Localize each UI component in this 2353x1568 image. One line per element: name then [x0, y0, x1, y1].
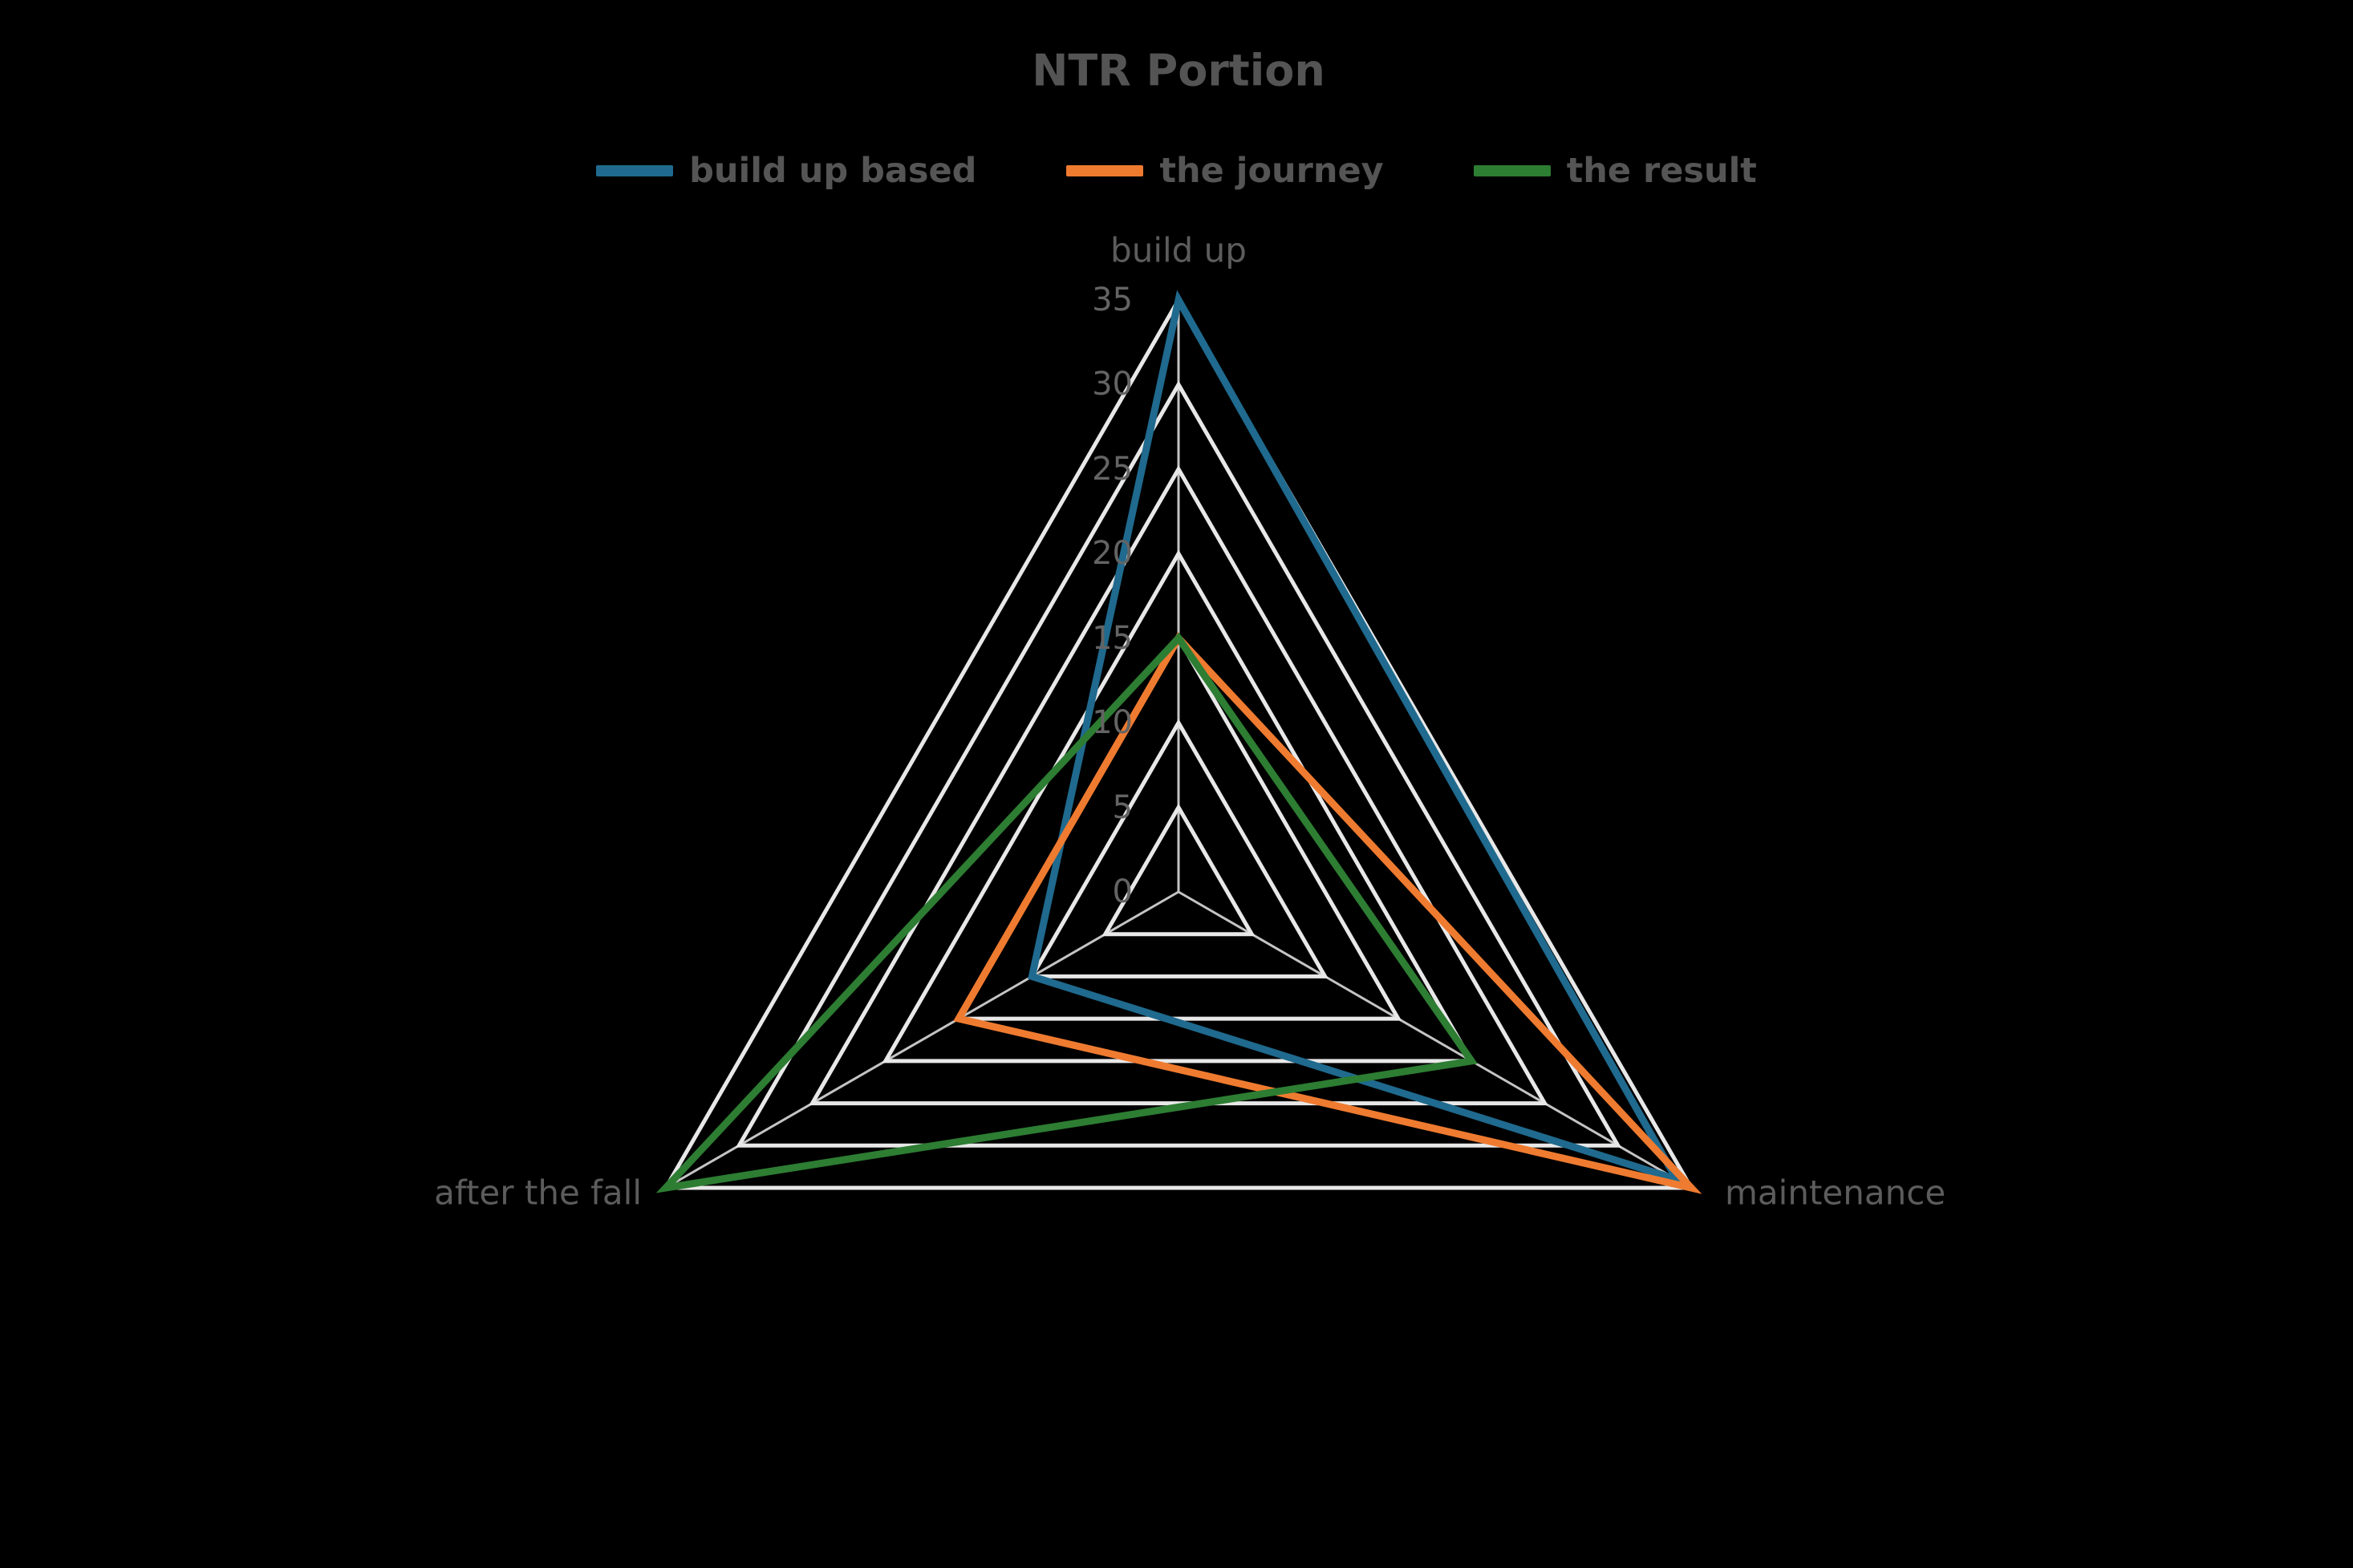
grid-ring-30	[735, 380, 1622, 1148]
radial-tick-10: 10	[1092, 704, 1133, 742]
axis-spoke-maintenance	[1178, 890, 1692, 1189]
grid-ring-20	[882, 549, 1475, 1064]
grid-ring-10	[1028, 719, 1329, 978]
radial-tick-25: 25	[1092, 450, 1133, 488]
radial-tick-0: 0	[1112, 873, 1133, 910]
chart-title: NTR Portion	[1032, 45, 1325, 96]
series-line-the-result	[655, 632, 1478, 1193]
radial-tick-30: 30	[1092, 366, 1133, 403]
axis-label-after-the-fall: after the fall	[434, 1173, 642, 1213]
grid-ring-35	[662, 295, 1695, 1190]
legend-label: build up based	[689, 151, 977, 191]
legend-item-build-up-based[interactable]: build up based	[596, 151, 976, 191]
axis-label-maintenance: maintenance	[1725, 1173, 1946, 1213]
grid-ring-5	[1101, 803, 1256, 937]
radial-tick-15: 15	[1092, 619, 1133, 657]
legend-line-swatch-the-journey	[1066, 165, 1144, 176]
axis-spoke-after-the-fall	[665, 890, 1179, 1189]
legend-line-swatch-build-up-based	[596, 165, 674, 176]
legend-item-the-journey[interactable]: the journey	[1066, 151, 1384, 191]
legend-line-swatch-the-result	[1473, 165, 1551, 176]
axis-label-build-up: build up	[1110, 230, 1247, 270]
radial-tick-20: 20	[1092, 535, 1133, 573]
series-line-the-journey	[953, 632, 1702, 1194]
legend-label: the journey	[1159, 151, 1384, 191]
legend-item-the-result[interactable]: the result	[1473, 151, 1757, 191]
legend-label: the result	[1566, 151, 1757, 191]
legend: build up based the journey the result	[0, 151, 2353, 191]
radial-tick-35: 35	[1092, 282, 1133, 318]
radial-tick-5: 5	[1112, 788, 1133, 826]
grid-ring-25	[809, 464, 1548, 1106]
